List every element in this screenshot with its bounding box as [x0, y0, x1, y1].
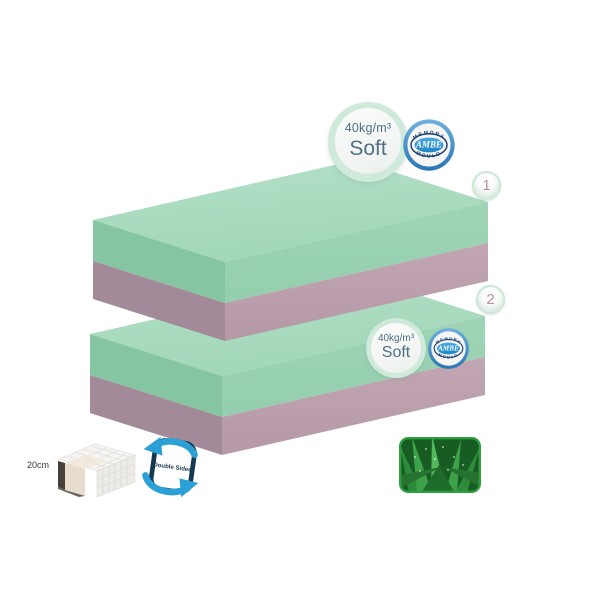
firmness-label-1: Soft [349, 136, 387, 160]
mattress-cutaway-icon [58, 443, 136, 498]
density-value-1: 40kg/m³ [344, 121, 392, 136]
logo-oval-center [437, 342, 460, 355]
mattress-1-top-face [93, 160, 488, 262]
logo-top-text: MEMORY [412, 130, 444, 141]
mattress-2-base-layer-side [90, 375, 222, 455]
density-badge-2: 40kg/m³ Soft [366, 318, 426, 378]
logo-bottom-text: MOULD [438, 352, 458, 360]
cutaway-height-label: 20cm [27, 460, 50, 470]
svg-text:MEMORY: MEMORY [435, 336, 463, 345]
svg-text:MOULD: MOULD [438, 352, 460, 360]
logo-top-text: MEMORY [435, 336, 461, 345]
mattress-1-top-layer-side [93, 220, 225, 303]
mattress-2-top-layer-side [90, 334, 222, 417]
density-badge-1: 40kg/m³ Soft [328, 102, 408, 182]
logo-oval-center [414, 137, 444, 153]
flip-icon-label: Double Sided [153, 461, 193, 473]
memory-mould-logo-1: MEMORY MOULD AMBE [403, 119, 455, 171]
logo-bottom-text: MOULD [415, 150, 441, 159]
mattress-2-base-layer-front [222, 357, 485, 455]
aloe-vera-photo [399, 437, 481, 493]
svg-text:MOULD: MOULD [415, 150, 443, 159]
logo-brand-text: AMBE [415, 140, 442, 150]
firmness-label-2: Soft [381, 344, 411, 362]
svg-text:MEMORY: MEMORY [412, 130, 445, 141]
layer-callout-1: 1 [472, 171, 501, 200]
mattress-1-base-layer-front [225, 243, 488, 341]
callout-number-1: 1 [482, 177, 491, 194]
logo-brand-text: AMBE [437, 345, 459, 353]
double-sided-flip-icon: Double Sided [142, 436, 199, 498]
layer-callout-2: 2 [476, 285, 505, 314]
mattress-1 [93, 160, 488, 341]
mattress-1-top-layer-front [225, 202, 488, 303]
callout-number-2: 2 [486, 291, 495, 308]
logo-oval-outline [433, 338, 464, 359]
mattress-1-base-layer-side [93, 261, 225, 341]
logo-oval-outline [410, 133, 448, 157]
memory-mould-logo-2: MEMORY MOULD AMBE [428, 328, 469, 369]
density-value-2: 40kg/m³ [377, 332, 415, 344]
